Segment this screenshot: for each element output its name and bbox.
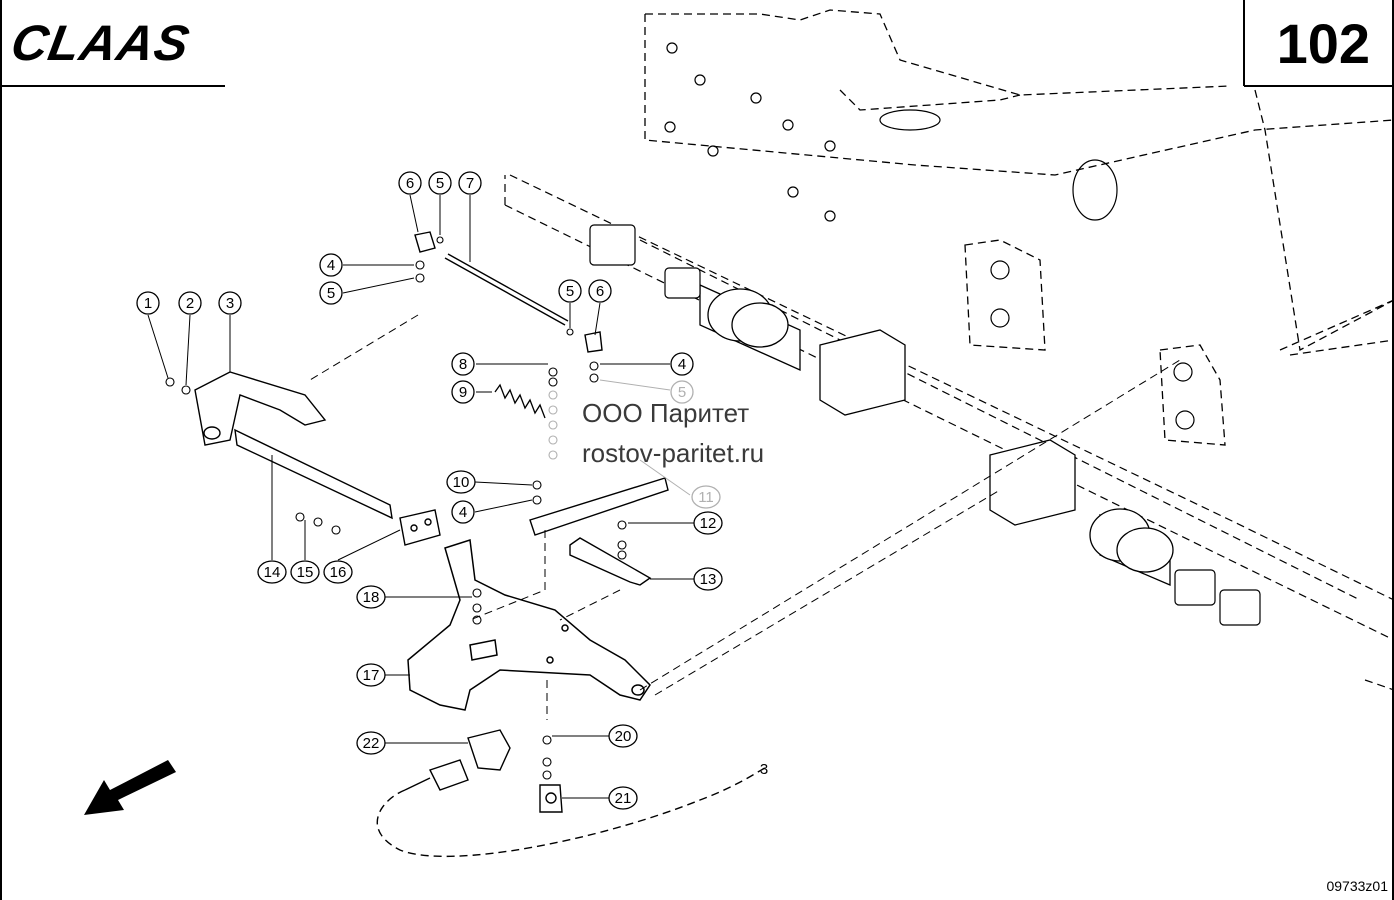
lever-assembly: [194, 371, 441, 546]
angle-bracket: [569, 537, 652, 586]
callout-5a: 5: [327, 285, 335, 302]
watermark-website: rostov-paritet.ru: [582, 438, 765, 468]
cable-end-label: 3: [760, 761, 768, 778]
callout-7: 7: [466, 175, 474, 192]
callout-20: 20: [615, 728, 632, 745]
callout-10: 10: [453, 474, 470, 491]
leader-lines: [147, 194, 694, 799]
callout-5d: 5: [678, 384, 686, 401]
callout-22: 22: [363, 735, 380, 752]
callout-21: 21: [615, 790, 632, 807]
chassis-frame-outline: [644, 9, 1394, 446]
page-number: 102: [1276, 12, 1370, 75]
sensor-and-cable: [376, 729, 766, 858]
faint-callout-circles: [670, 380, 721, 509]
callout-13: 13: [700, 571, 717, 588]
brand-logo: CLAAS: [7, 15, 195, 71]
callout-4b: 4: [459, 504, 467, 521]
universal-joints: [589, 224, 1261, 626]
callout-14: 14: [264, 564, 281, 581]
callout-1: 1: [144, 295, 152, 312]
callout-17: 17: [363, 667, 380, 684]
main-mounting-bracket: [407, 539, 651, 711]
callout-labels: 1 2 3 4 4 4 5 5 5 6 6 7 8 9 10 11 12 13 …: [144, 175, 768, 807]
callout-5c: 5: [566, 283, 574, 300]
bolts-nuts-washers: [165, 236, 627, 780]
bracket-plate: [529, 477, 669, 536]
callout-11: 11: [698, 489, 714, 506]
callout-6b: 6: [596, 283, 604, 300]
callout-12: 12: [700, 515, 717, 532]
tie-rod: [414, 231, 603, 353]
callout-9: 9: [459, 384, 467, 401]
callout-2: 2: [186, 295, 194, 312]
travel-direction-arrow-icon: [84, 760, 178, 815]
callout-15: 15: [297, 564, 314, 581]
callout-5b: 5: [436, 175, 444, 192]
callout-4a: 4: [327, 257, 335, 274]
callout-18: 18: [363, 589, 380, 606]
drawing-code: 09733z01: [1326, 878, 1388, 894]
dashed-assembly-lines: [309, 314, 1181, 720]
callout-16: 16: [330, 564, 347, 581]
callout-6a: 6: [406, 175, 414, 192]
chassis-holes: [664, 42, 1195, 430]
drive-shafts: [504, 174, 1394, 691]
faint-hardware: [548, 390, 558, 460]
callout-8: 8: [459, 356, 467, 373]
callout-circles: [136, 171, 723, 810]
callout-4c: 4: [678, 356, 686, 373]
watermark-company: ООО Паритет: [582, 398, 750, 428]
shaft-couplers: [699, 283, 1174, 586]
tension-spring: [494, 383, 546, 419]
faint-leader-lines: [599, 379, 691, 496]
callout-3: 3: [226, 295, 234, 312]
